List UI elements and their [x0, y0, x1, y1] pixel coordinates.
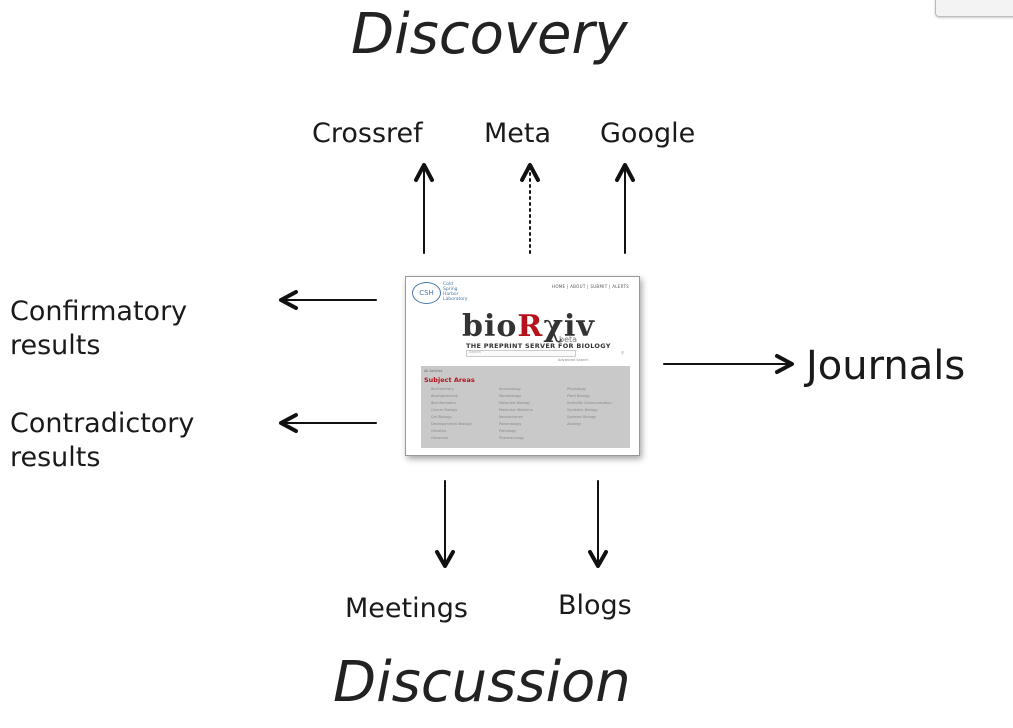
search-input: Search	[466, 350, 576, 357]
biorxiv-screenshot: CSH Cold Spring Harbor Laboratory HOME |…	[405, 276, 640, 456]
csh-logo: CSH	[412, 282, 441, 304]
google-label: Google	[600, 118, 696, 149]
subject-item: Cell Biology	[431, 415, 452, 419]
meta-label: Meta	[484, 118, 552, 149]
subject-item: Plant Biology	[567, 394, 590, 398]
subject-item: Synthetic Biology	[567, 408, 598, 412]
subject-item: Molecular Medicine	[499, 408, 533, 412]
meetings-label: Meetings	[345, 593, 468, 624]
subject-item: Pathology	[499, 429, 517, 433]
arrow-to-meta	[520, 163, 540, 254]
subject-areas-title: Subject Areas	[424, 376, 475, 384]
crossref-label: Crossref	[312, 118, 423, 149]
subject-item: Biochemistry	[431, 387, 454, 391]
tagline: THE PREPRINT SERVER FOR BIOLOGY	[466, 342, 611, 350]
subject-item: Systems Biology	[567, 415, 596, 419]
subject-item: Bioinformatics	[431, 401, 457, 405]
subject-item: Neuroscience	[499, 415, 523, 419]
discovery-heading: Discovery	[351, 2, 628, 67]
discussion-heading: Discussion	[333, 650, 631, 715]
arrow-to-crossref	[414, 163, 434, 254]
search-icon: ⚲	[621, 350, 624, 355]
blogs-label: Blogs	[558, 590, 632, 621]
site-nav: HOME | ABOUT | SUBMIT | ALERTS	[552, 284, 629, 289]
arrow-to-journals	[663, 354, 794, 374]
arrow-to-confirmatory	[279, 290, 377, 310]
arrow-to-google	[615, 163, 635, 254]
all-articles-link: All Articles	[424, 369, 443, 373]
arrow-to-contradictory	[279, 413, 377, 433]
search-placeholder: Search	[469, 350, 482, 354]
subject-item: Cancer Biology	[431, 408, 458, 412]
subject-item: Pharmacology	[499, 436, 524, 440]
contradictory-results-label: Contradictory results	[10, 408, 195, 473]
subject-item: Zoology	[567, 422, 582, 426]
arrow-to-meetings	[435, 480, 455, 568]
subject-item: Scientific Communication	[567, 401, 612, 405]
beta-label: beta	[559, 335, 578, 344]
journals-label: Journals	[806, 343, 966, 389]
subject-item: Developmental Biology	[431, 422, 472, 426]
arrow-to-blogs	[588, 480, 608, 568]
subject-item: Immunology	[499, 387, 521, 391]
confirmatory-results-label: Confirmatory results	[10, 296, 188, 361]
biorxiv-logo: bioRχiv	[462, 309, 595, 344]
subject-item: Genetics	[431, 429, 447, 433]
subject-item: Genomics	[431, 436, 449, 440]
lab-name: Cold Spring Harbor Laboratory	[443, 282, 468, 302]
subject-item: Bioengineering	[431, 394, 458, 398]
subject-item: Microbiology	[499, 394, 522, 398]
subject-item: Physiology	[567, 387, 586, 391]
subject-item: Molecular Biology	[499, 401, 531, 405]
subject-item: Paleontology	[499, 422, 522, 426]
advanced-search-link: Advanced Search	[558, 358, 589, 362]
window-corner-fragment	[935, 0, 1013, 17]
